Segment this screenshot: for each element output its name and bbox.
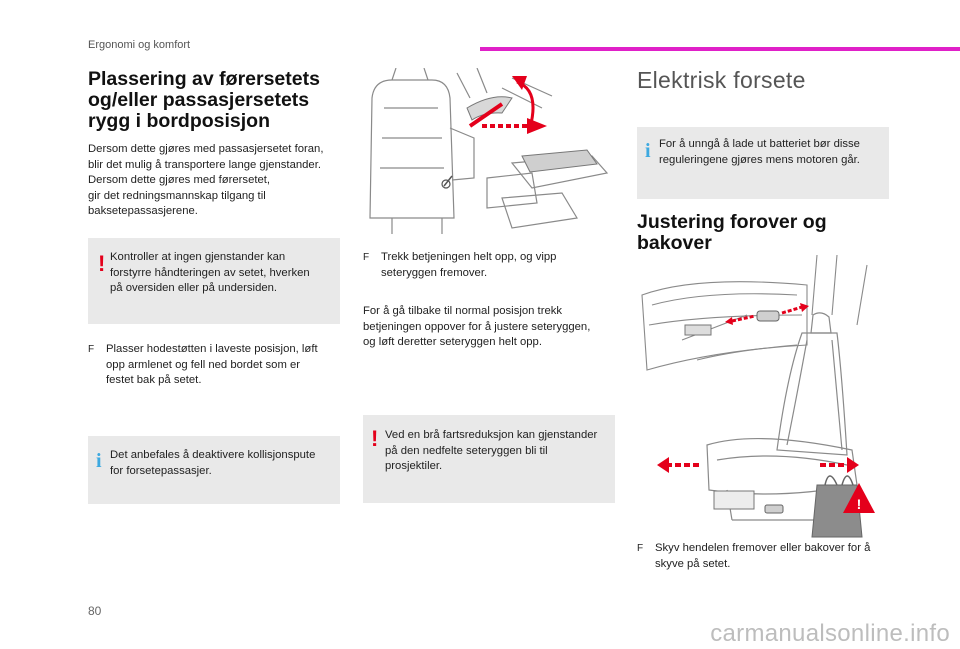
subheading-line: bakover (637, 232, 712, 254)
seat-slide-illustration: ! (641, 255, 875, 538)
warning-text: Kontroller at ingen gjenstander kan fors… (110, 250, 310, 297)
warning-line: på oversiden eller på undersiden. (110, 282, 278, 294)
bullet-line: Plasser hodestøtten i laveste posisjon, … (106, 343, 318, 355)
intro-line: Dersom dette gjøres med passasjersetet f… (88, 143, 324, 155)
middle-bullet: F Trekk betjeningen helt opp, og vipp se… (363, 250, 556, 281)
left-heading-line: Plassering av førersetets (88, 68, 320, 90)
right-heading: Elektrisk forsete (637, 67, 806, 93)
intro-line: blir det mulig å transportere lange gjen… (88, 158, 321, 171)
bullet-icon: F (88, 344, 95, 355)
section-title: Ergonomi og komfort (88, 39, 191, 51)
accent-bar (480, 47, 960, 51)
left-heading: Plassering av førersetets og/eller passa… (88, 69, 320, 132)
intro-line: Dersom dette gjøres med førersetet, (88, 174, 271, 186)
bullet-line: festet bak på setet. (106, 374, 202, 386)
warning-line: prosjektiler. (385, 460, 443, 472)
middle-warning-box: ! Ved en brå fartsreduksjon kan gjenstan… (363, 415, 615, 503)
para-line: betjeningen oppover for å justere setery… (363, 320, 591, 333)
warning-text: Ved en brå fartsreduksjon kan gjenstande… (385, 428, 597, 475)
warning-line: Ved en brå fartsreduksjon kan gjenstande… (385, 429, 598, 441)
info-text: For å unngå å lade ut batteriet bør diss… (659, 137, 860, 168)
info-icon: i (96, 450, 102, 472)
bullet-line: Trekk betjeningen helt opp, og vipp (381, 251, 557, 263)
left-heading-line: og/eller passasjersetets (88, 89, 310, 111)
warning-line: forstyrre håndteringen av setet, hverken (110, 266, 310, 279)
left-bullet: F Plasser hodestøtten i laveste posisjon… (88, 342, 318, 389)
right-bullet: F Skyv hendelen fremover eller bakover f… (637, 541, 870, 572)
bullet-line: Skyv hendelen fremover eller bakover for… (655, 542, 871, 554)
watermark: carmanualsonline.info (710, 620, 950, 647)
warning-line: på den nedfelte seteryggen bli til (385, 444, 548, 457)
left-info-box: i Det anbefales å deaktivere kollisjonsp… (88, 436, 340, 504)
intro-line: gir det redningsmannskap tilgang til (88, 189, 266, 202)
info-line: Det anbefales å deaktivere kollisjonsput… (110, 449, 316, 461)
para-line: For å gå tilbake til normal posisjon tre… (363, 305, 563, 317)
bullet-icon: F (363, 252, 370, 263)
para-line: og løft deretter seteryggen helt opp. (363, 336, 542, 348)
left-warning-box: ! Kontroller at ingen gjenstander kan fo… (88, 238, 340, 324)
info-line: For å unngå å lade ut batteriet bør diss… (659, 138, 860, 150)
right-subheading: Justering forover og bakover (637, 212, 827, 254)
left-intro: Dersom dette gjøres med passasjersetet f… (88, 142, 323, 220)
warning-icon: ! (371, 426, 379, 451)
info-line: reguleringene gjøres mens motoren går. (659, 153, 860, 166)
info-line: for forsetepassasjer. (110, 464, 212, 477)
left-heading-line: rygg i bordposisjon (88, 110, 271, 132)
warning-icon: ! (857, 496, 862, 512)
seat-fold-illustration (369, 68, 609, 234)
bullet-line: skyve på setet. (655, 557, 731, 570)
page-number: 80 (88, 604, 102, 618)
warning-line: Kontroller at ingen gjenstander kan (110, 251, 286, 263)
intro-line: baksetepassasjerene. (88, 205, 198, 217)
bullet-line: seteryggen fremover. (381, 266, 488, 279)
bullet-icon: F (637, 543, 644, 554)
info-text: Det anbefales å deaktivere kollisjonsput… (110, 448, 315, 479)
right-info-box: i For å unngå å lade ut batteriet bør di… (637, 127, 889, 199)
warning-icon: ! (98, 251, 106, 276)
bullet-line: opp armlenet og fell ned bordet som er (106, 358, 301, 371)
info-icon: i (645, 140, 651, 162)
subheading-line: Justering forover og (637, 211, 827, 233)
middle-paragraph: For å gå tilbake til normal posisjon tre… (363, 304, 590, 351)
